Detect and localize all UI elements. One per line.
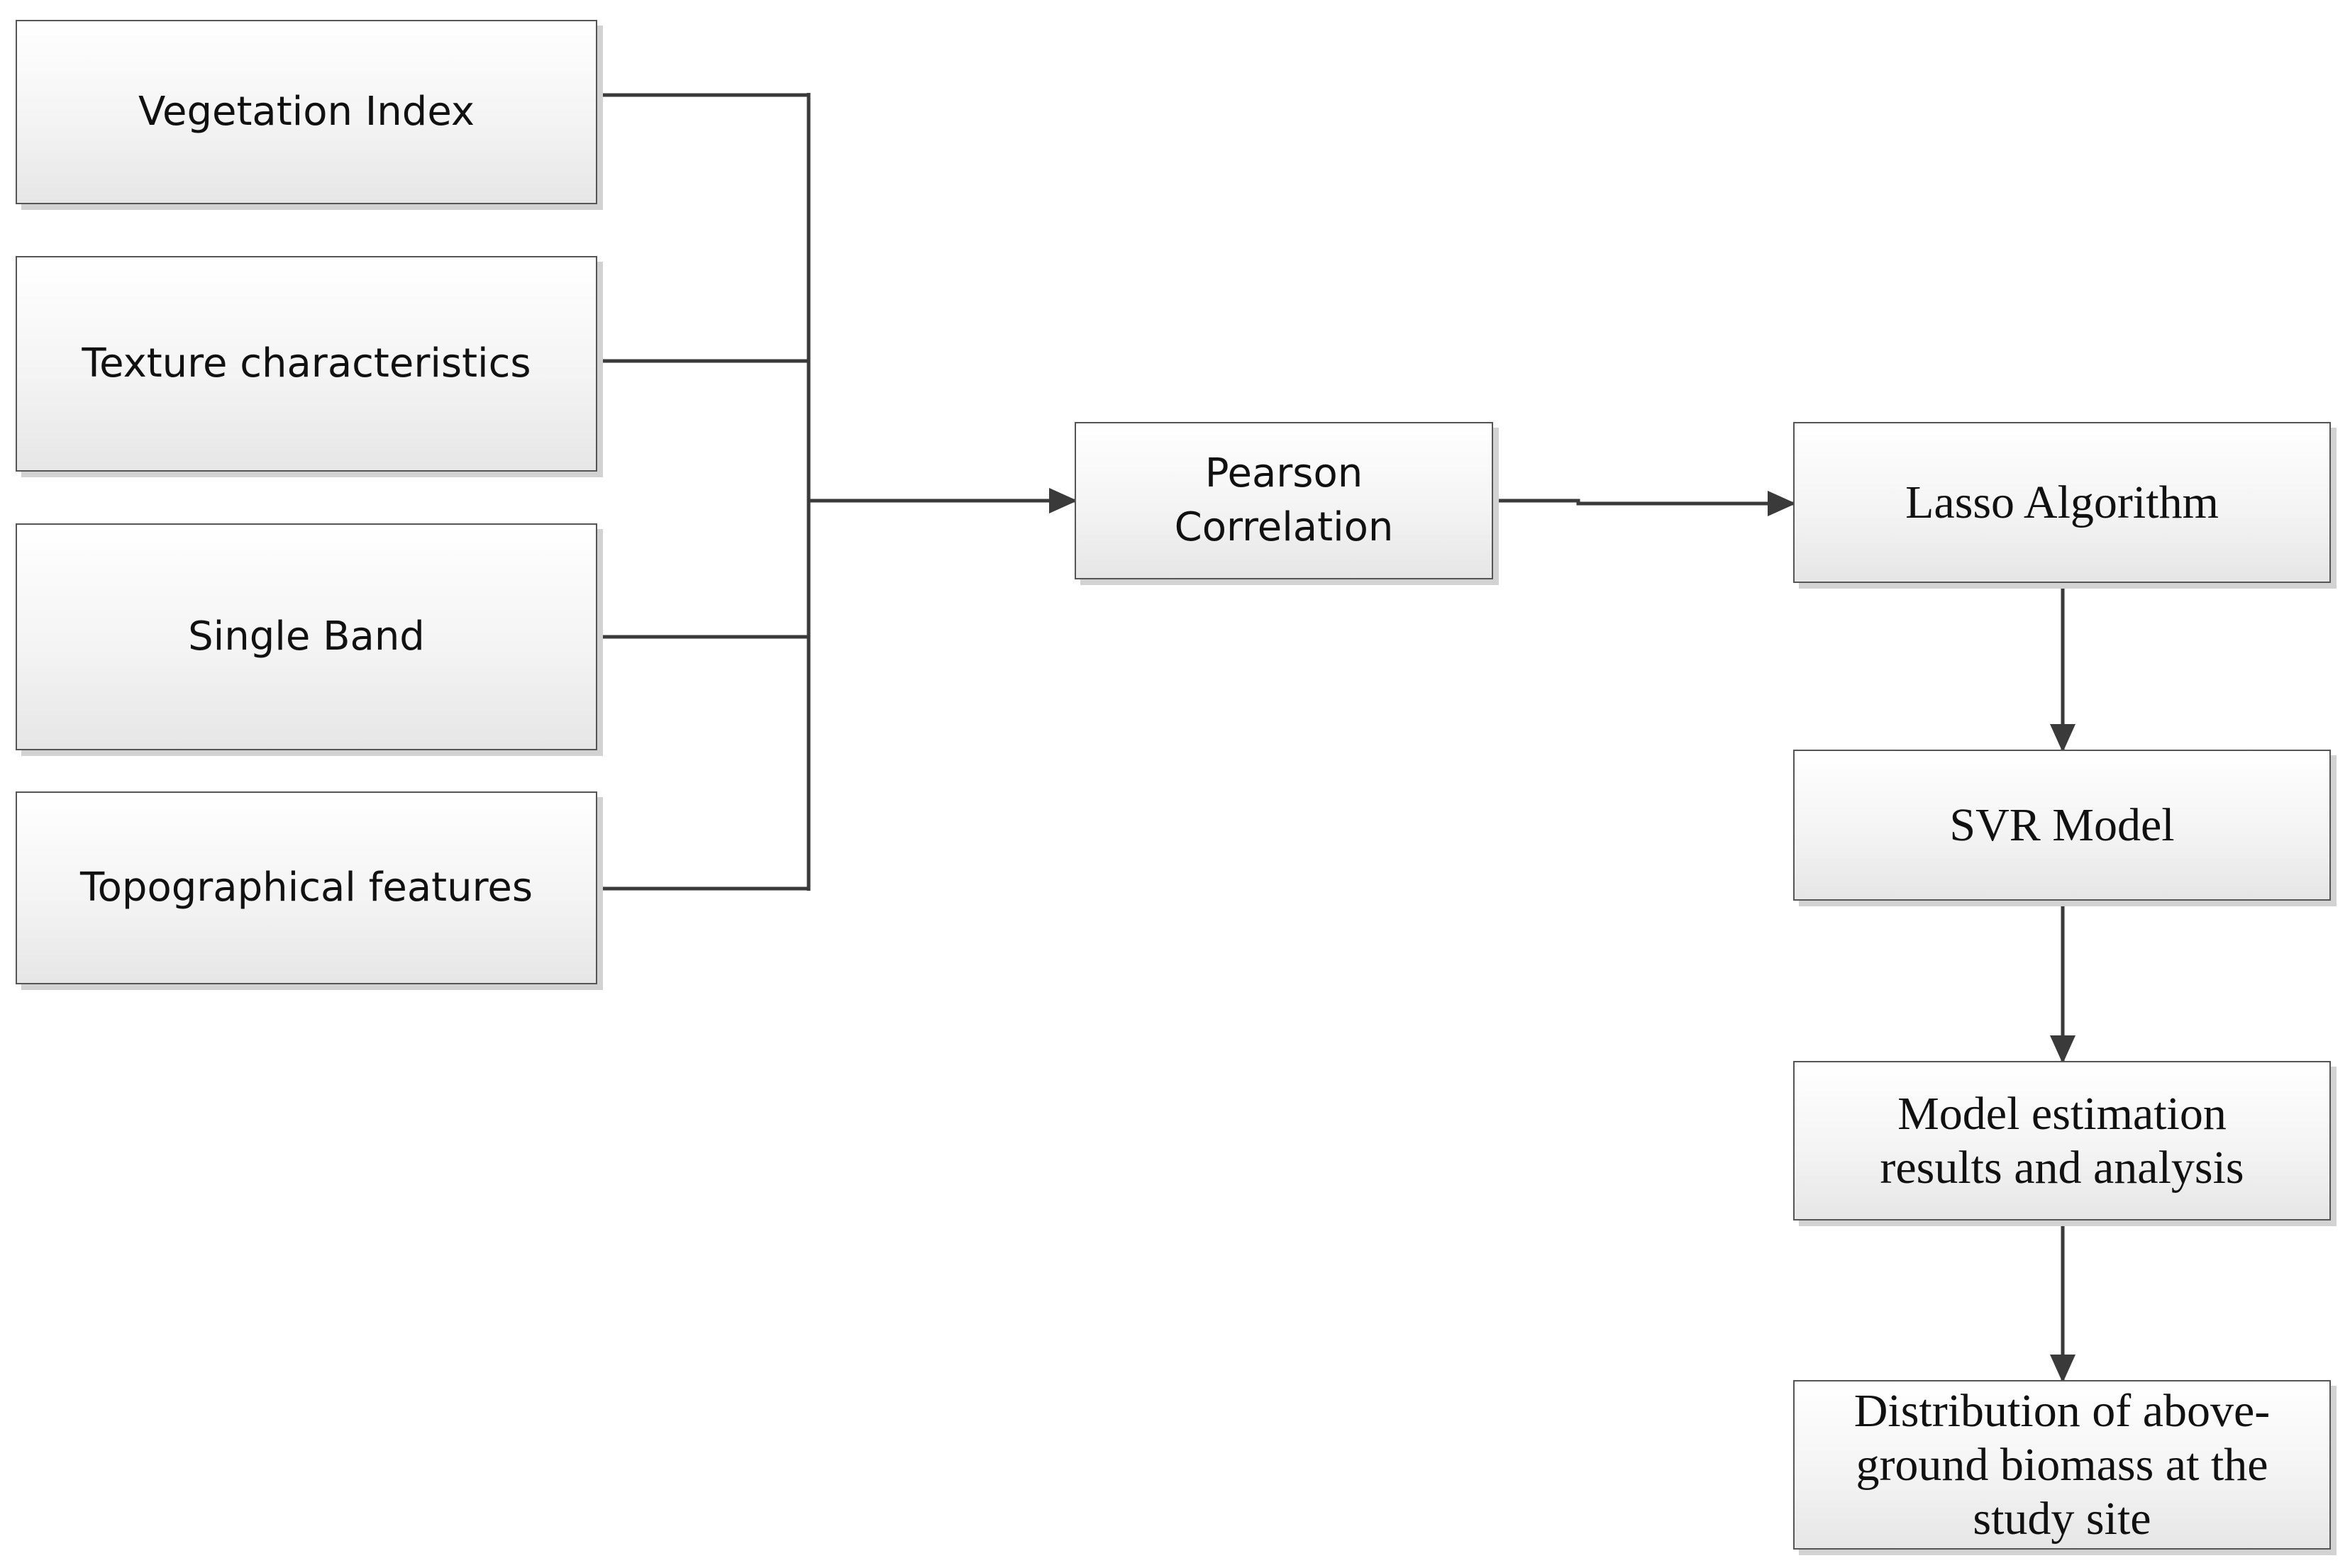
node-svr-model: SVR Model xyxy=(1793,750,2331,901)
node-label: Vegetation Index xyxy=(138,89,475,135)
node-label: Single Band xyxy=(188,613,425,660)
node-single-band: Single Band xyxy=(16,523,597,750)
arrow-to-lasso xyxy=(1493,491,1796,516)
node-topographical-features: Topographical features xyxy=(16,791,597,984)
node-lasso-algorithm: Lasso Algorithm xyxy=(1793,422,2331,583)
node-label: Distribution of above- ground biomass at… xyxy=(1853,1384,2271,1545)
node-texture-characteristics: Texture characteristics xyxy=(16,256,597,472)
node-label: Topographical features xyxy=(79,864,533,911)
node-distribution: Distribution of above- ground biomass at… xyxy=(1793,1380,2331,1550)
node-vegetation-index: Vegetation Index xyxy=(16,20,597,204)
node-pearson-correlation: Pearson Correlation xyxy=(1075,422,1493,579)
node-model-estimation: Model estimation results and analysis xyxy=(1793,1061,2331,1221)
node-label: Lasso Algorithm xyxy=(1905,476,2219,528)
node-label: Model estimation results and analysis xyxy=(1880,1087,2244,1194)
node-label: Pearson Correlation xyxy=(1174,450,1394,550)
node-label: Texture characteristics xyxy=(82,340,531,387)
node-label: SVR Model xyxy=(1949,799,2175,851)
